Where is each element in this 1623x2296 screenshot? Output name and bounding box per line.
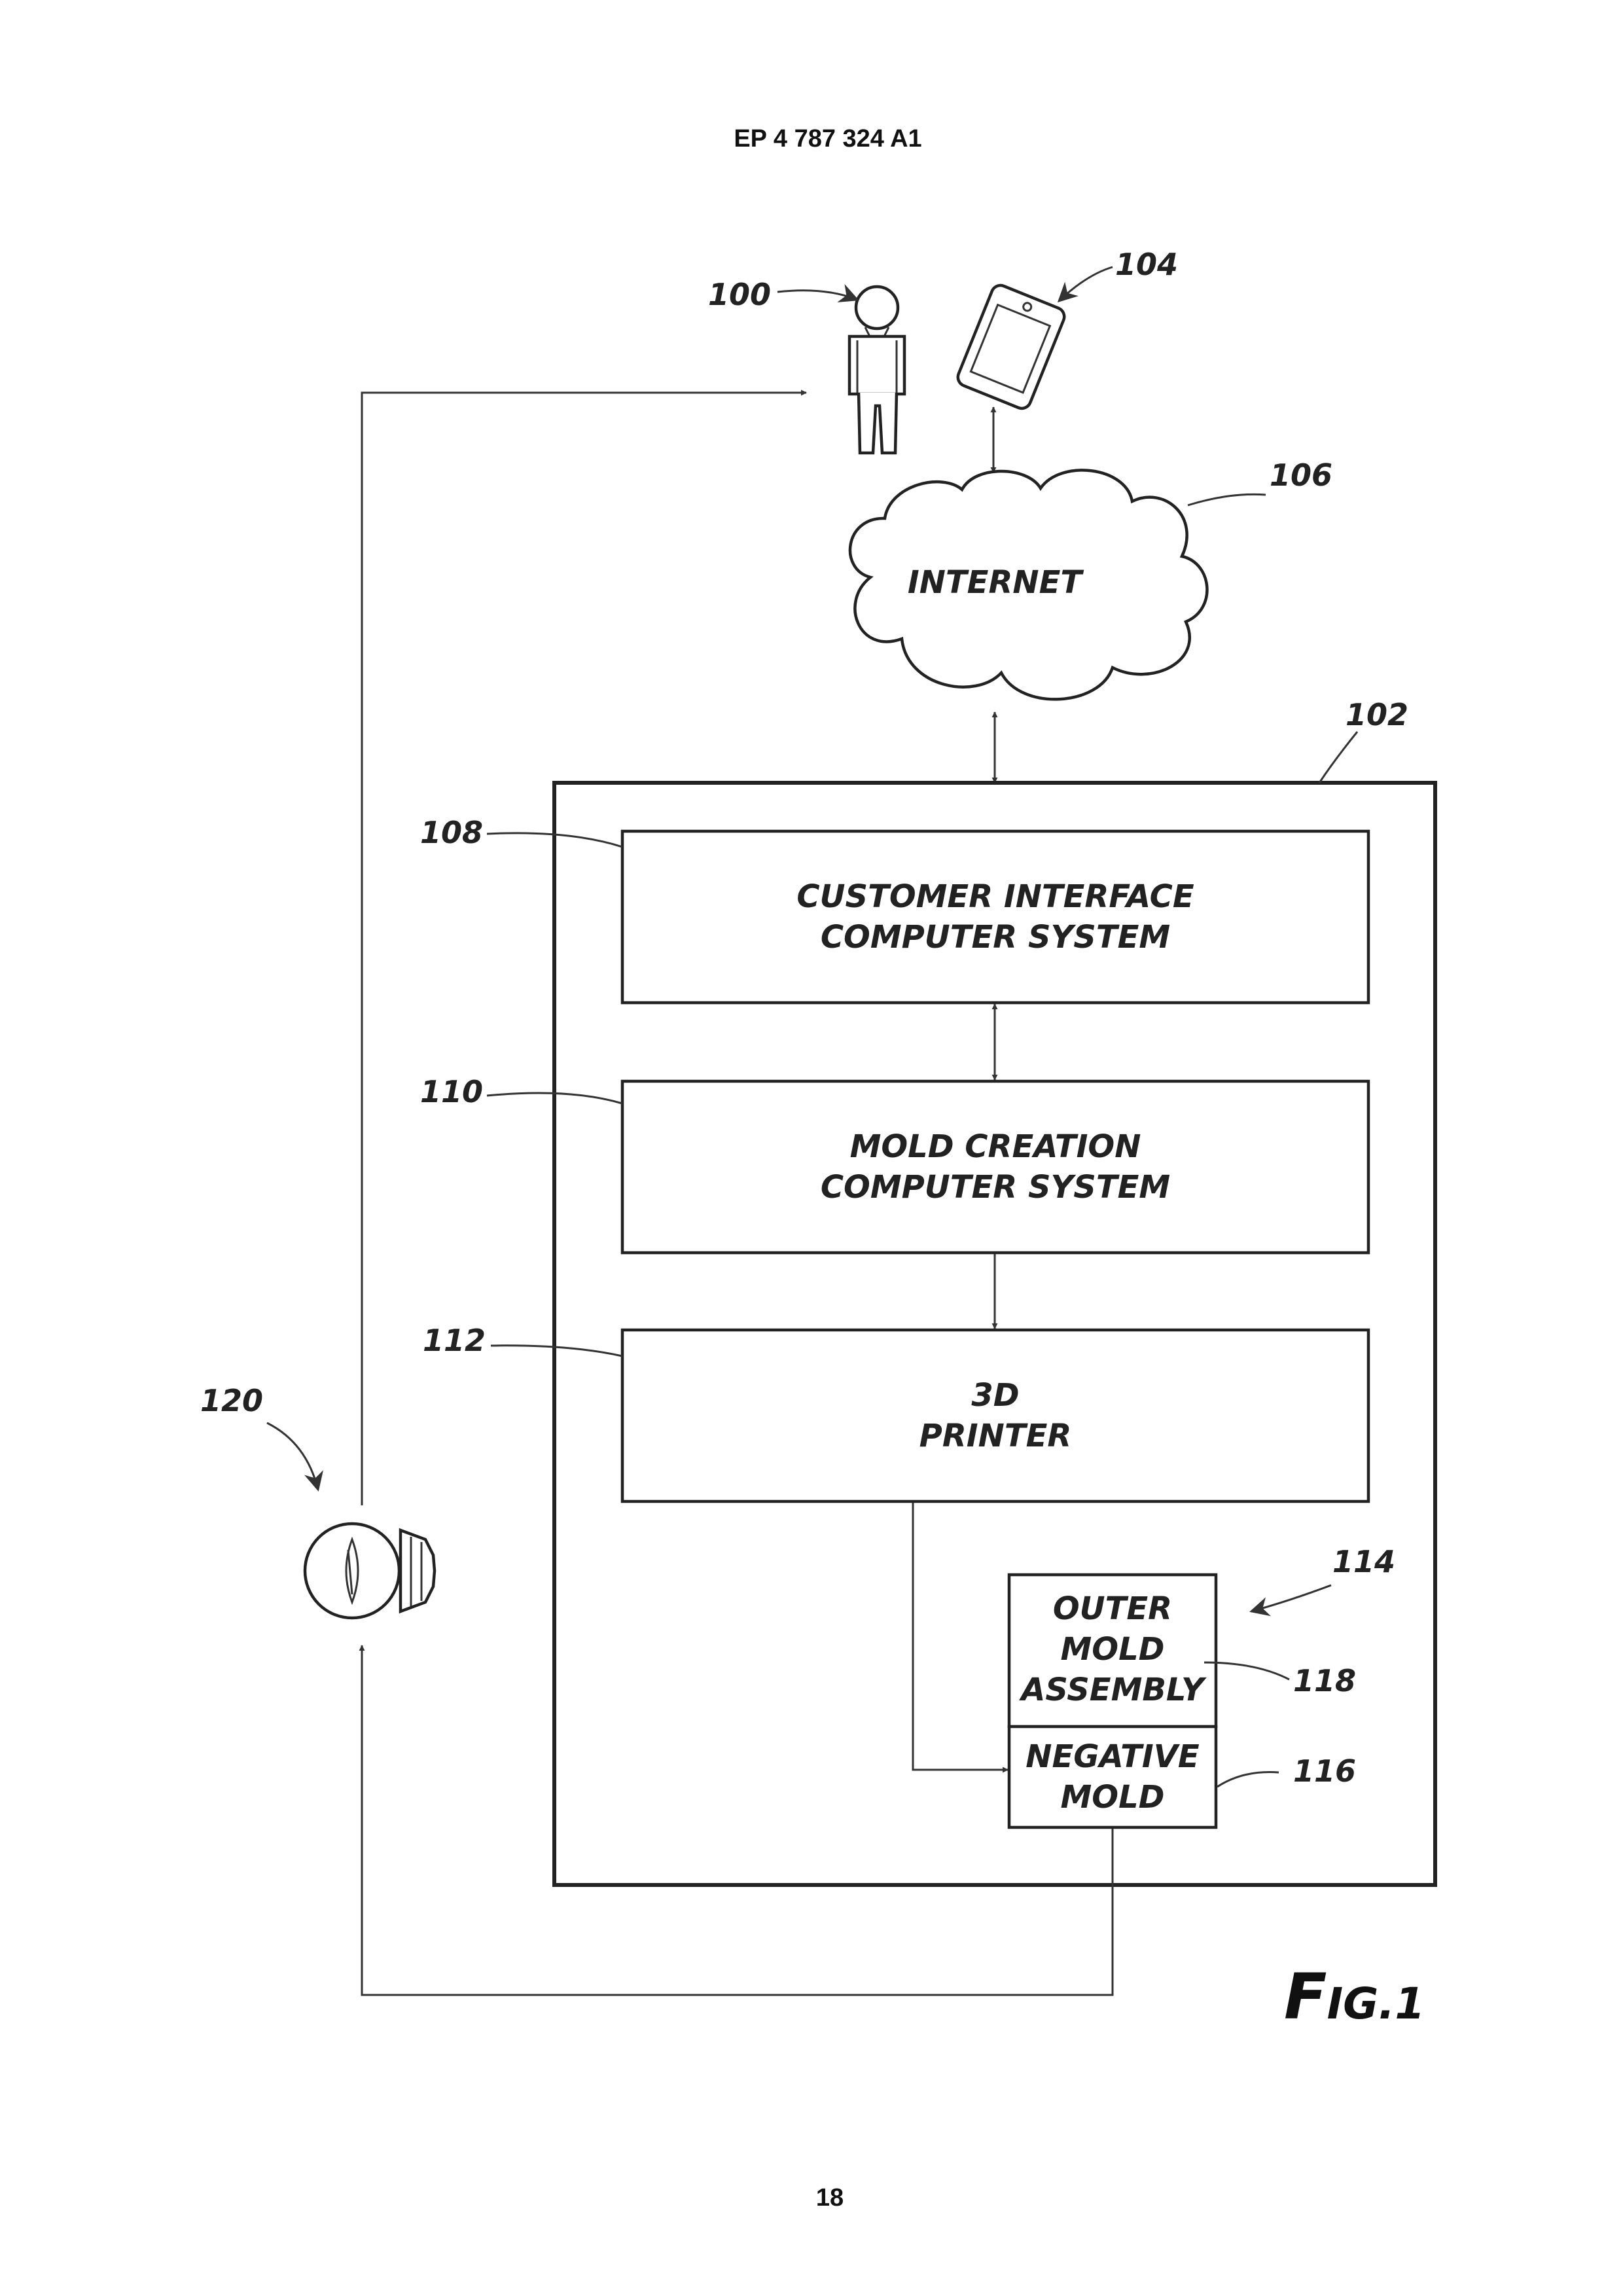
outer-mold-label-line1: OUTER xyxy=(1053,1590,1172,1627)
mold-creation-label-line1: MOLD CREATION xyxy=(850,1128,1141,1165)
ref-product: 120 xyxy=(200,1383,263,1418)
ref-user: 100 xyxy=(708,277,771,312)
internet-label: INTERNET xyxy=(908,564,1084,601)
device-leader-line xyxy=(1059,267,1113,301)
figure-label-initial: F xyxy=(1284,1960,1327,2034)
publication-number: EP 4 787 324 A1 xyxy=(734,125,921,152)
ref-customer-interface: 108 xyxy=(420,815,483,850)
printer-box xyxy=(622,1330,1368,1501)
tablet-icon xyxy=(955,283,1067,411)
ref-outer-mold: 118 xyxy=(1293,1663,1356,1698)
figure-label-rest: IG.1 xyxy=(1327,1979,1425,2029)
page-number: 18 xyxy=(816,2184,844,2212)
molded-product-icon xyxy=(305,1524,435,1618)
figure-label: FIG.1 xyxy=(1284,1960,1425,2034)
ref-printer: 112 xyxy=(423,1323,486,1358)
user-leader-line xyxy=(777,291,857,300)
negative-mold-label-line2: MOLD xyxy=(1061,1779,1165,1816)
customer-interface-label-line1: CUSTOMER INTERFACE xyxy=(796,878,1194,915)
outer-mold-label-line3: ASSEMBLY xyxy=(1018,1672,1207,1708)
ref-internet: 106 xyxy=(1270,457,1332,493)
ref-device: 104 xyxy=(1115,247,1178,282)
outer-mold-label-line2: MOLD xyxy=(1061,1631,1165,1668)
mold-creation-label-line2: COMPUTER SYSTEM xyxy=(821,1169,1170,1206)
printer-label-line1: 3D xyxy=(971,1377,1019,1414)
ref-mold-creation: 110 xyxy=(420,1074,483,1109)
ref-system: 102 xyxy=(1346,697,1408,732)
ref-negative-mold: 116 xyxy=(1293,1753,1356,1789)
mold-creation-box xyxy=(622,1081,1368,1253)
customer-interface-label-line2: COMPUTER SYSTEM xyxy=(821,919,1170,956)
customer-interface-box xyxy=(622,831,1368,1003)
internet-leader-line xyxy=(1188,494,1266,505)
ref-mold-kit: 114 xyxy=(1332,1544,1395,1579)
negative-mold-label-line1: NEGATIVE xyxy=(1026,1738,1200,1775)
user-icon xyxy=(849,287,904,453)
printer-label-line2: PRINTER xyxy=(919,1418,1072,1454)
system-leader-line xyxy=(1319,732,1357,783)
product-leader-line xyxy=(267,1423,318,1490)
